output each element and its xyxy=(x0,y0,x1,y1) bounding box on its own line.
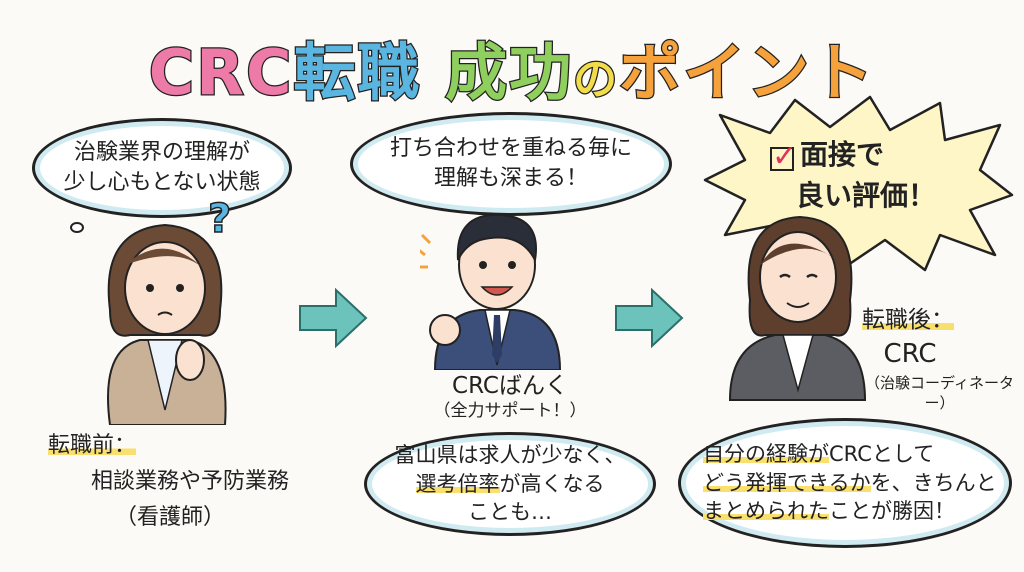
note-highlight: まとめられた xyxy=(703,499,829,524)
note-highlight: 選考倍率 xyxy=(415,471,500,496)
starburst-text: ✓面接で 良い評価！ xyxy=(770,135,936,216)
note-text: ことが勝因！ xyxy=(829,499,955,524)
note-line: 自分の経験がCRCとして xyxy=(703,440,934,468)
crc-bank-advisor-illustration xyxy=(420,213,562,370)
before-role-sub: （看護師） xyxy=(114,505,225,530)
page-title: CRC転職 成功のポイント xyxy=(0,22,1024,112)
speech-line: 理解も深まる！ xyxy=(433,166,588,191)
note-line: 富山県は求人が少なく、 xyxy=(394,443,626,468)
speech-bubble-middle-note: 富山県は求人が少なく、 選考倍率が高くなる ことも… xyxy=(364,432,656,536)
speech-bubble-middle: 打ち合わせを重ねる毎に 理解も深まる！ xyxy=(350,112,672,216)
arrow-right-icon xyxy=(299,288,368,348)
thought-bubble-before: 治験業界の理解が 少し心もとない状態 xyxy=(32,118,292,218)
crc-bank-sub: （全力サポート！） xyxy=(433,401,587,421)
after-label-text: 転職後： xyxy=(862,307,954,333)
speech-bubble-after-note: 自分の経験がCRCとして どう発揮できるかを、きちんと まとめられたことが勝因！ xyxy=(678,418,1012,548)
before-label: 転職前： xyxy=(48,432,137,461)
title-point: ポイント xyxy=(618,35,876,111)
thought-dot xyxy=(70,222,84,233)
note-text: が高くなる xyxy=(499,471,605,496)
after-role: CRC xyxy=(883,339,937,369)
note-line: ことも… xyxy=(468,500,552,525)
after-label: 転職後： xyxy=(862,306,954,336)
arrow-right-icon xyxy=(615,288,684,348)
note-highlight: 自分の経験が xyxy=(703,442,829,467)
after-role-sub: （治験コーディネーター） xyxy=(865,374,1014,412)
successful-woman-illustration xyxy=(728,215,867,401)
note-text: CRCとして xyxy=(829,442,935,467)
thought-line: 少し心もとない状態 xyxy=(63,170,261,195)
burst-text: 面接で xyxy=(800,138,885,171)
note-line: 選考倍率が高くなる xyxy=(415,470,605,498)
burst-line: ✓面接で xyxy=(770,135,936,176)
title-seikou: 成功 xyxy=(444,35,574,111)
question-mark-icon: ? xyxy=(207,195,232,243)
title-no: の xyxy=(572,53,620,107)
note-line: どう発揮できるかを、きちんと xyxy=(703,469,997,497)
thought-line: 治験業界の理解が xyxy=(73,140,250,166)
note-text: を、きちんと xyxy=(870,470,997,495)
note-line: まとめられたことが勝因！ xyxy=(703,497,955,525)
before-label-text: 転職前： xyxy=(48,433,137,458)
speech-line: 打ち合わせを重ねる毎に xyxy=(389,136,632,162)
crc-bank-name: CRCばんく xyxy=(452,373,568,399)
title-crc: CRC xyxy=(148,35,294,111)
title-tenshoku: 転職 xyxy=(292,35,422,111)
checkbox-checked-icon: ✓ xyxy=(770,139,798,174)
before-role: 相談業務や予防業務 xyxy=(90,469,289,494)
worried-woman-illustration xyxy=(107,223,227,425)
burst-line: 良い評価！ xyxy=(796,178,937,212)
note-highlight: どう発揮できるか xyxy=(703,470,871,495)
